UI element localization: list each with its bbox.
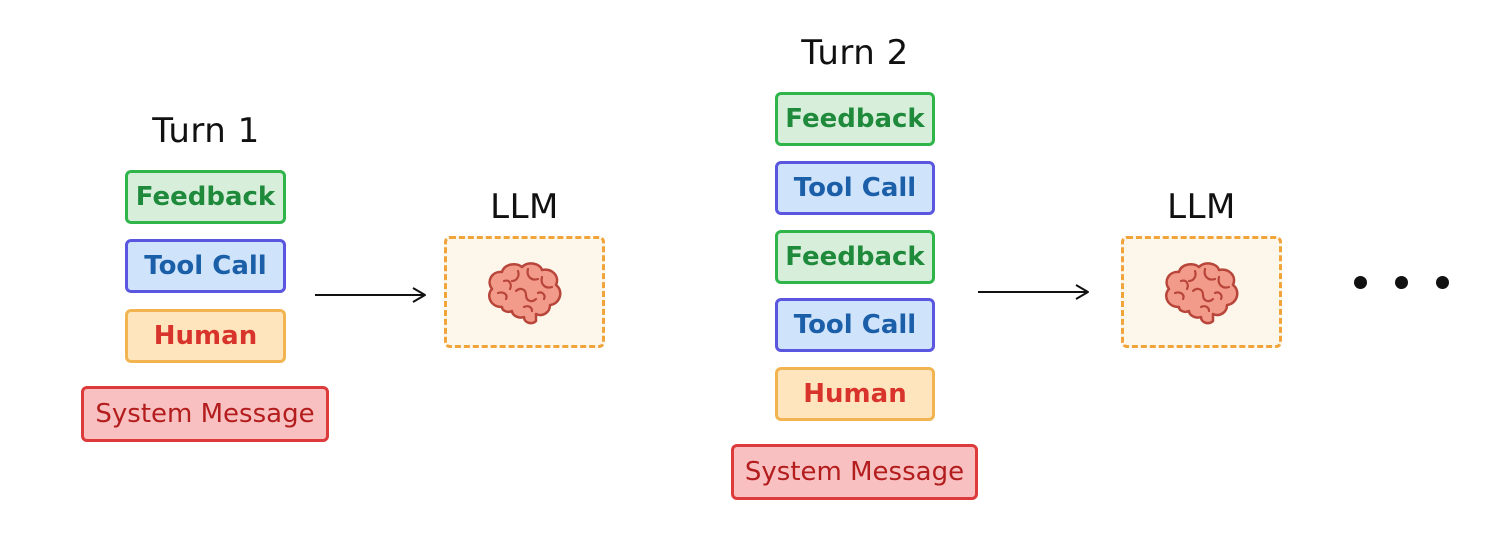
turn1-llm-label: LLM — [490, 187, 559, 227]
brain-icon — [1164, 262, 1238, 325]
turn1-human-block: Human — [125, 309, 286, 363]
brain-icon — [487, 262, 561, 325]
ellipsis-icon — [1354, 276, 1449, 289]
turn1-system-message-block: System Message — [81, 386, 329, 442]
ellipsis-dot — [1436, 276, 1449, 289]
turn1-title: Turn 1 — [152, 111, 260, 151]
turn2-feedback-block-2: Feedback — [775, 230, 935, 284]
turn2-system-message-block: System Message — [731, 444, 978, 500]
turn2-llm-box — [1121, 236, 1282, 348]
turn2-human-block: Human — [775, 367, 935, 421]
turn2-llm-label: LLM — [1167, 187, 1236, 227]
turn1-tool-call-block: Tool Call — [125, 239, 286, 293]
turn2-title: Turn 2 — [801, 33, 909, 73]
turn1-arrow — [315, 287, 426, 303]
turn2-tool-call-block-2: Tool Call — [775, 298, 935, 352]
turn2-arrow — [978, 284, 1089, 300]
ellipsis-dot — [1354, 276, 1367, 289]
ellipsis-dot — [1395, 276, 1408, 289]
turn2-tool-call-block-1: Tool Call — [775, 161, 935, 215]
turn1-llm-box — [444, 236, 605, 348]
turn1-feedback-block: Feedback — [125, 170, 286, 224]
turn2-feedback-block-1: Feedback — [775, 92, 935, 146]
